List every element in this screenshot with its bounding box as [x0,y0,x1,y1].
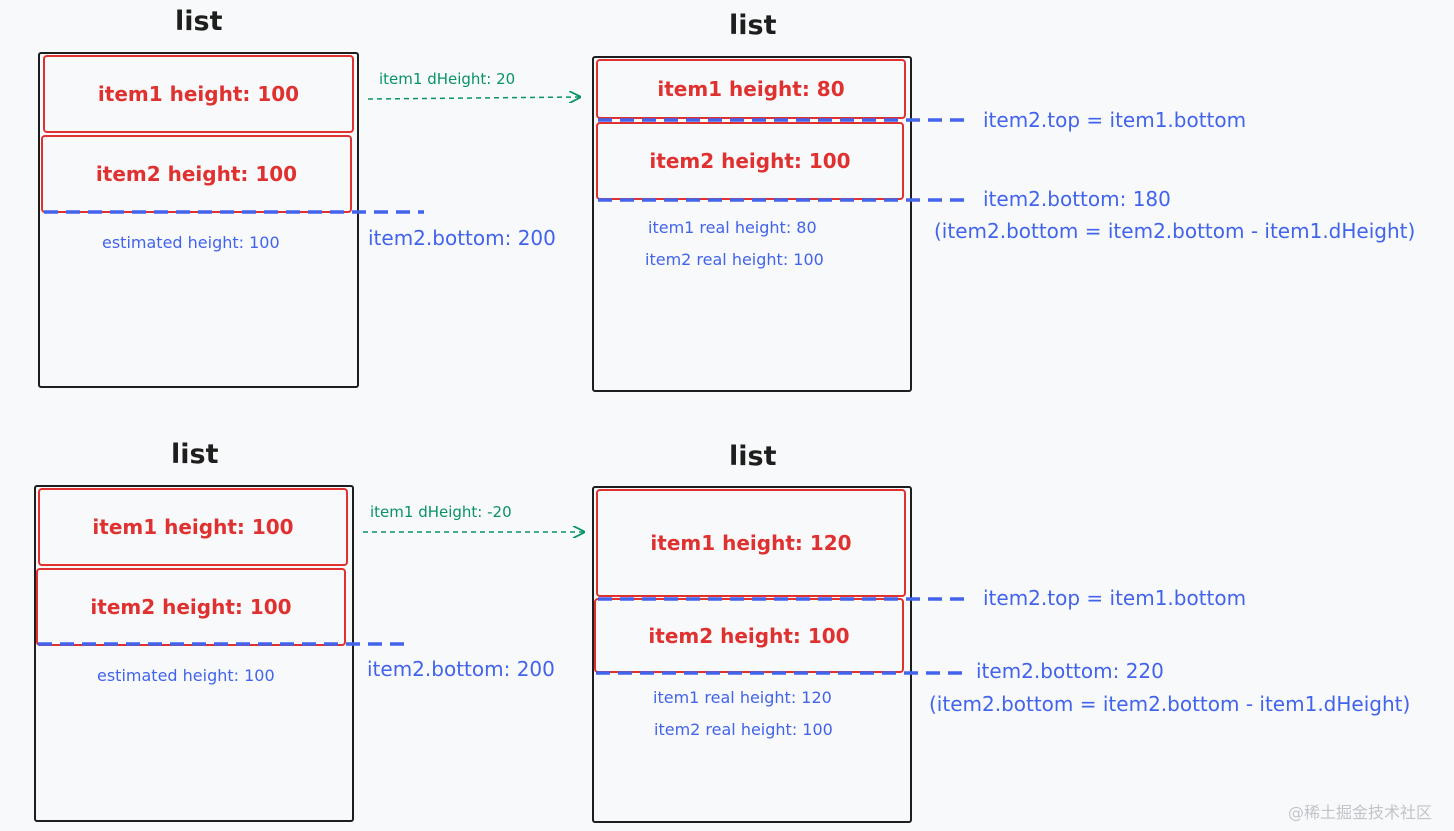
bottom-left-list-title: list [171,439,219,470]
bottom-right-list-box [592,486,912,823]
top-right-formula: (item2.bottom = item2.bottom - item1.dHe… [934,219,1416,243]
top-right-item2-top-label: item2.top = item1.bottom [983,108,1247,132]
bottom-left-list-box [34,485,354,822]
bottom-left-item2-label: item2 height: 100 [90,595,292,619]
top-dheight-arrow [367,97,580,99]
bottom-left-estimated-height: estimated height: 100 [97,666,275,685]
bottom-right-real-height-1: item1 real height: 120 [653,688,832,707]
top-right-item1: item1 height: 80 [596,59,906,119]
top-right-item2: item2 height: 100 [596,122,904,200]
top-right-item1-label: item1 height: 80 [657,77,845,101]
bottom-right-item1: item1 height: 120 [596,489,906,597]
top-dheight-label: item1 dHeight: 20 [379,70,516,88]
bottom-left-item2-bottom-label: item2.bottom: 200 [367,657,555,681]
top-left-list-title: list [175,6,223,37]
bottom-right-item2-label: item2 height: 100 [648,623,850,648]
top-right-real-height-1: item1 real height: 80 [648,218,817,237]
top-left-item2-label: item2 height: 100 [95,162,298,186]
bottom-right-item2: item2 height: 100 [594,598,904,673]
top-left-item1: item1 height: 100 [43,55,354,133]
top-left-item1-label: item1 height: 100 [97,82,300,106]
watermark: @稀土掘金技术社区 [1288,803,1433,822]
top-left-list-box [38,52,359,388]
bottom-left-item1: item1 height: 100 [38,488,348,566]
bottom-right-item1-label: item1 height: 120 [650,531,852,555]
bottom-right-item2-top-label: item2.top = item1.bottom [983,586,1247,610]
top-left-estimated-height: estimated height: 100 [102,233,280,252]
top-left-item2: item2 height: 100 [41,135,352,213]
bottom-right-formula: (item2.bottom = item2.bottom - item1.dHe… [929,692,1411,716]
bottom-left-item2: item2 height: 100 [36,568,346,646]
bottom-left-item1-label: item1 height: 100 [92,515,294,539]
top-right-item2-label: item2 height: 100 [649,149,851,173]
bottom-right-item2-bottom-label: item2.bottom: 220 [976,659,1164,683]
top-right-item2-bottom-label: item2.bottom: 180 [983,187,1171,211]
bottom-right-real-height-2: item2 real height: 100 [654,720,833,739]
top-right-real-height-2: item2 real height: 100 [645,250,824,269]
top-right-list-box [592,56,912,392]
top-right-list-title: list [729,10,777,41]
bottom-dheight-label: item1 dHeight: -20 [370,503,512,521]
top-left-item2-bottom-label: item2.bottom: 200 [368,226,556,250]
bottom-right-list-title: list [729,441,777,472]
